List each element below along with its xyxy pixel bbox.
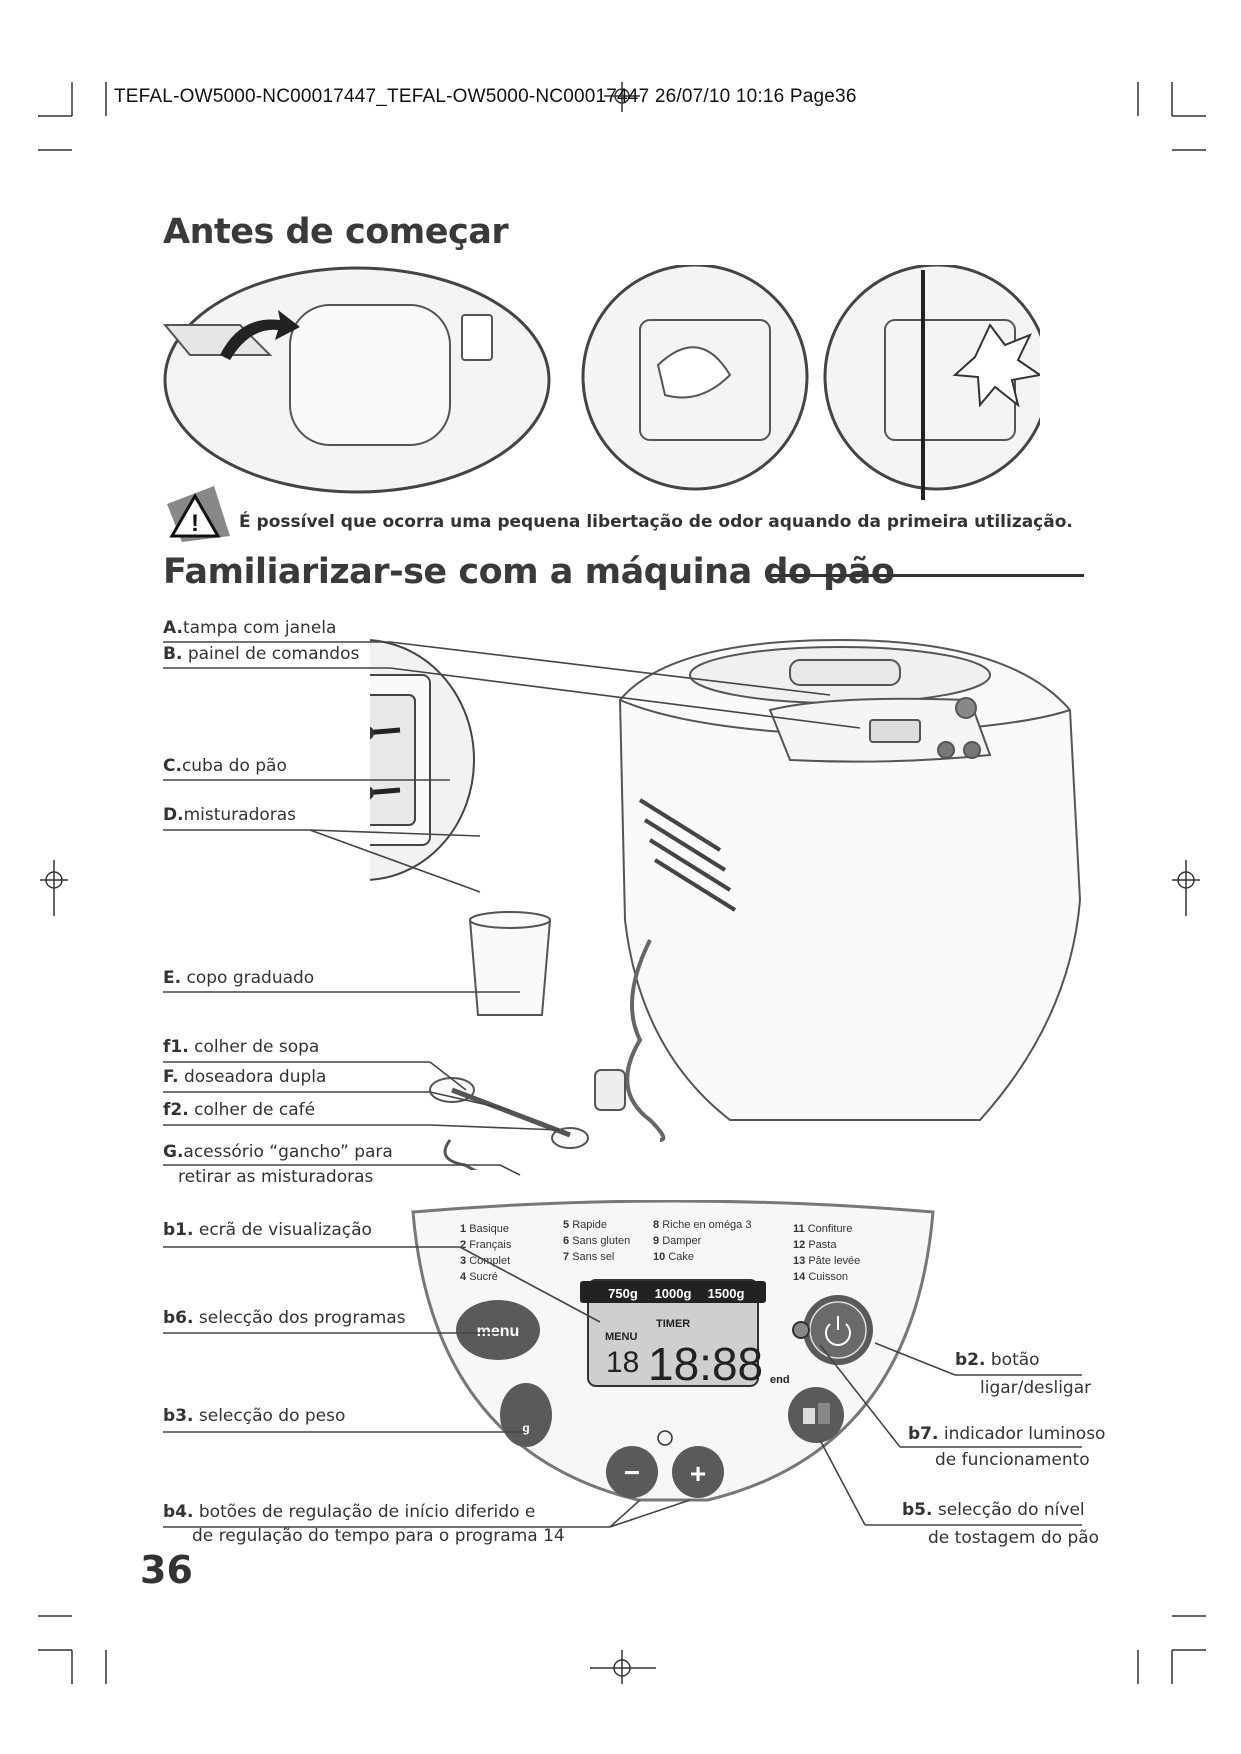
label-b5: b5. selecção do nível [902, 1500, 1085, 1520]
label-b6: b6. selecção dos programas [163, 1308, 406, 1328]
label-a: A.tampa com janela [163, 618, 336, 638]
label-b2-line2: ligar/desligar [980, 1378, 1091, 1398]
label-b7: b7. indicador luminoso [908, 1424, 1105, 1444]
label-c: C.cuba do pão [163, 756, 287, 776]
label-b: B. painel de comandos [163, 644, 359, 664]
label-b5-line2: de tostagem do pão [928, 1528, 1099, 1548]
page-number: 36 [140, 1548, 193, 1592]
label-b4-line2: de regulação do tempo para o programa 14 [192, 1526, 565, 1546]
label-b7-line2: de funcionamento [935, 1450, 1090, 1470]
label-b3: b3. selecção do peso [163, 1406, 345, 1426]
label-e: E. copo graduado [163, 968, 314, 988]
label-f1: f1. colher de sopa [163, 1037, 319, 1057]
label-f2: f2. colher de café [163, 1100, 315, 1120]
label-g-line2: retirar as misturadoras [178, 1167, 373, 1187]
label-d: D.misturadoras [163, 805, 296, 825]
label-b4: b4. botões de regulação de início diferi… [163, 1502, 535, 1522]
label-g: G.acessório “gancho” para [163, 1142, 393, 1162]
label-b1: b1. ecrã de visualização [163, 1220, 372, 1240]
label-b2: b2. botão [955, 1350, 1040, 1370]
label-f: F. doseadora dupla [163, 1067, 326, 1087]
